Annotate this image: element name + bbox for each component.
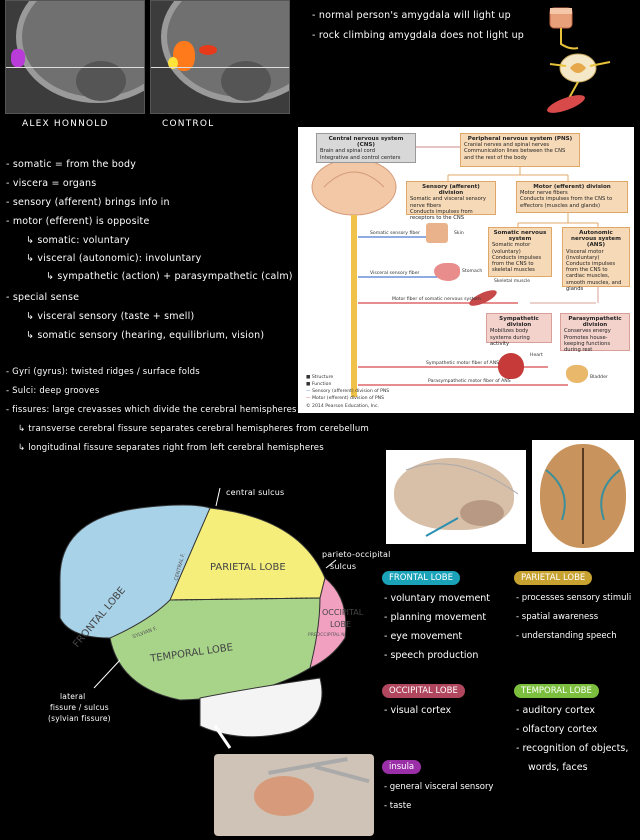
note-visceral-sensory: ↳ visceral sensory (taste + smell) xyxy=(26,311,195,322)
note-sensory: - sensory (afferent) brings info in xyxy=(6,197,170,208)
label-central-sulcus: central sulcus xyxy=(226,488,285,497)
label-occipital-on-brain-2: LOBE xyxy=(330,620,352,629)
legend-function: ■ Function xyxy=(306,382,332,387)
skin-illustration xyxy=(426,223,448,243)
label-lateral-2: fissure / sulcus xyxy=(50,703,109,712)
occipital-lobe-badge: OCCIPITAL LOBE xyxy=(382,684,465,698)
label-preoccipital: PREOCCIPITAL N. xyxy=(308,633,347,638)
temporal-lobe xyxy=(109,597,321,701)
mri-right-caption: CONTROL xyxy=(162,119,215,129)
note-gyri: - Gyri (gyrus): twisted ridges / surface… xyxy=(6,367,200,377)
nervous-system-diagram: Central nervous system (CNS) Brain and s… xyxy=(298,127,634,413)
legend-motor: — Motor (efferent) division of PNS xyxy=(306,396,385,401)
note-motor: - motor (efferent) is opposite xyxy=(6,216,150,227)
note-transverse-fissure: ↳ transverse cerebral fissure separates … xyxy=(18,424,369,434)
frontal-item-2: - planning movement xyxy=(384,612,487,623)
insula-item-2: - taste xyxy=(384,801,412,811)
heart-illustration xyxy=(498,353,524,379)
label-lateral-1: lateral xyxy=(60,692,86,701)
note-sulci: - Sulci: deep grooves xyxy=(6,386,100,396)
temporal-item-3: - recognition of objects, xyxy=(516,743,629,754)
frontal-item-1: - voluntary movement xyxy=(384,593,491,604)
note-fissures: - fissures: large crevasses which divide… xyxy=(6,405,297,415)
label-skin: Skin xyxy=(454,231,464,236)
somatic-nervous-box: Somatic nervous system Somatic motor (vo… xyxy=(488,227,552,277)
cerebellum xyxy=(199,677,323,738)
cns-box: Central nervous system (CNS) Brain and s… xyxy=(316,133,416,163)
copyright: © 2014 Pearson Education, Inc. xyxy=(306,404,379,409)
note-somatic-voluntary: ↳ somatic: voluntary xyxy=(26,235,130,246)
parietal-item-3: - understanding speech xyxy=(516,631,617,641)
mri-left-caption: ALEX HONNOLD xyxy=(22,119,109,129)
label-parietal-on-brain: PARIETAL LOBE xyxy=(210,562,286,573)
label-skeletal: Skeletal muscle xyxy=(494,279,531,284)
sympathetic-division-box: Sympathetic division Mobilizes body syst… xyxy=(486,313,552,347)
label-parieto-occipital-1: parieto-occipital xyxy=(322,550,391,559)
note-longitudinal-fissure: ↳ longitudinal fissure separates right f… xyxy=(18,443,324,453)
legend-structure: ■ Structure xyxy=(306,375,334,380)
amygdala-note-2: - rock climbing amygdala does not light … xyxy=(312,30,525,41)
temporal-lobe-badge: TEMPORAL LOBE xyxy=(514,684,599,698)
label-motor-fiber: Motor fiber of somatic nervous system xyxy=(392,297,481,302)
temporal-item-2: - olfactory cortex xyxy=(516,724,598,735)
frontal-item-4: - speech production xyxy=(384,650,479,661)
bladder-illustration xyxy=(566,365,588,383)
note-viscera: - viscera = organs xyxy=(6,178,97,189)
label-occipital-on-brain-1: OCCIPITAL xyxy=(322,608,364,617)
autonomic-nervous-box: Autonomic nervous system (ANS) Visceral … xyxy=(562,227,630,292)
brain-photo-lateral xyxy=(386,450,526,544)
occipital-item-1: - visual cortex xyxy=(384,705,452,716)
label-heart: Heart xyxy=(530,353,543,358)
note-sympathetic: ↳ sympathetic (action) + parasympathetic… xyxy=(46,271,293,282)
parietal-item-1: - processes sensory stimuli xyxy=(516,593,632,603)
stomach-illustration xyxy=(434,263,460,281)
skin-nerve-muscle-illustration xyxy=(547,7,611,113)
label-lateral-3: (sylvian fissure) xyxy=(48,714,111,723)
pns-box: Peripheral nervous system (PNS) Cranial … xyxy=(460,133,580,167)
label-bladder: Bladder xyxy=(590,375,608,380)
note-visceral-autonomic: ↳ visceral (autonomic): involuntary xyxy=(26,253,202,264)
label-visceral-fiber: Visceral sensory fiber xyxy=(370,271,420,276)
sensory-division-box: Sensory (afferent) division Somatic and … xyxy=(406,181,496,221)
parasympathetic-division-box: Parasympathetic division Conserves energ… xyxy=(560,313,630,353)
label-parieto-occipital-2: sulcus xyxy=(330,562,357,571)
note-special-sense: - special sense xyxy=(6,292,80,303)
insula-badge: insula xyxy=(382,760,422,774)
temporal-item-4: words, faces xyxy=(528,762,588,773)
mri-control xyxy=(150,0,290,114)
label-para-fiber: Parasympathetic motor fiber of ANS xyxy=(428,379,511,384)
motor-division-box: Motor (efferent) division Motor nerve fi… xyxy=(516,181,628,213)
label-symp-fiber: Sympathetic motor fiber of ANS xyxy=(426,361,500,366)
label-stomach: Stomach xyxy=(462,269,483,274)
frontal-item-3: - eye movement xyxy=(384,631,463,642)
parietal-item-2: - spatial awareness xyxy=(516,612,599,622)
mri-alex-honnold xyxy=(5,0,145,114)
insula-item-1: - general visceral sensory xyxy=(384,782,494,792)
note-somatic: - somatic = from the body xyxy=(6,159,137,170)
parietal-lobe-badge: PARIETAL LOBE xyxy=(514,571,593,585)
amygdala-note-1: - normal person's amygdala will light up xyxy=(312,10,511,21)
note-somatic-sensory: ↳ somatic sensory (hearing, equilibrium,… xyxy=(26,330,265,341)
legend-sensory: — Sensory (afferent) division of PNS xyxy=(306,389,390,394)
brain-lobes-diagram xyxy=(59,488,347,749)
temporal-item-1: - auditory cortex xyxy=(516,705,596,716)
insula-photo xyxy=(214,754,374,836)
frontal-lobe-badge: FRONTAL LOBE xyxy=(382,571,460,585)
label-somatic-fiber: Somatic sensory fiber xyxy=(370,231,421,236)
occipital-lobe xyxy=(309,577,347,669)
brain-photo-superior xyxy=(532,440,634,552)
